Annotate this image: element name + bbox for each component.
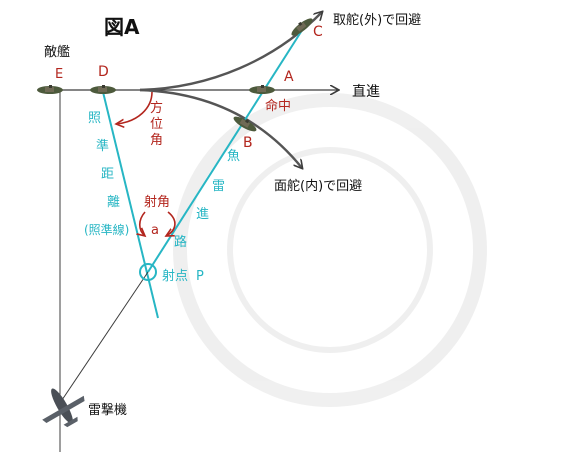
evade-inner-track xyxy=(139,88,302,168)
aim-line-label: (照準線) xyxy=(84,222,129,237)
firing-point-label: 射点 xyxy=(162,268,188,284)
bomber-approach-line xyxy=(61,271,149,401)
bearing-angle-char-2: 位 xyxy=(150,117,163,132)
torpedo-path-char-2: 雷 xyxy=(212,179,225,194)
point-c-label: C xyxy=(313,24,323,40)
aim-distance-char-1: 照 xyxy=(88,111,101,126)
aim-distance-char-4: 離 xyxy=(107,195,120,210)
bearing-angle-char-3: 角 xyxy=(150,133,163,148)
evade-inner-label: 面舵(内)で回避 xyxy=(274,178,362,194)
torpedo-path-char-4: 路 xyxy=(174,234,187,250)
evade-outer-track xyxy=(139,12,322,92)
point-d-label: D xyxy=(98,64,109,80)
enemy-ship-label: 敵艦 xyxy=(44,44,70,60)
point-p-label: P xyxy=(196,269,204,284)
point-e-label: E xyxy=(55,67,63,82)
watermark-emblem xyxy=(173,93,487,407)
firing-angle-arc-left xyxy=(140,211,145,236)
point-b-label: B xyxy=(243,135,253,151)
ship-c xyxy=(288,15,315,39)
bearing-angle-arc xyxy=(116,91,153,124)
alpha-label: a xyxy=(151,223,159,238)
ship-e xyxy=(37,85,63,94)
torpedo-path-char-1: 魚 xyxy=(227,149,240,164)
ship-d xyxy=(90,85,116,94)
hit-label: 命中 xyxy=(265,98,291,114)
point-a-label: A xyxy=(284,69,294,85)
evade-outer-label: 取舵(外)で回避 xyxy=(333,13,421,28)
straight-label: 直進 xyxy=(352,83,380,100)
torpedo-path-char-3: 進 xyxy=(196,207,209,222)
firing-angle-arc-right xyxy=(166,211,176,236)
aim-distance-char-3: 距 xyxy=(101,167,114,182)
aim-distance-char-2: 準 xyxy=(96,138,109,154)
firing-point-marker xyxy=(139,263,157,281)
torpedo-bomber-aircraft xyxy=(42,388,85,428)
figure-title: 図A xyxy=(104,15,140,39)
firing-angle-label: 射角 xyxy=(144,194,170,210)
torpedo-bomber-label: 雷撃機 xyxy=(88,402,127,418)
bearing-angle-char-1: 方 xyxy=(150,100,163,116)
ship-a xyxy=(249,85,275,94)
